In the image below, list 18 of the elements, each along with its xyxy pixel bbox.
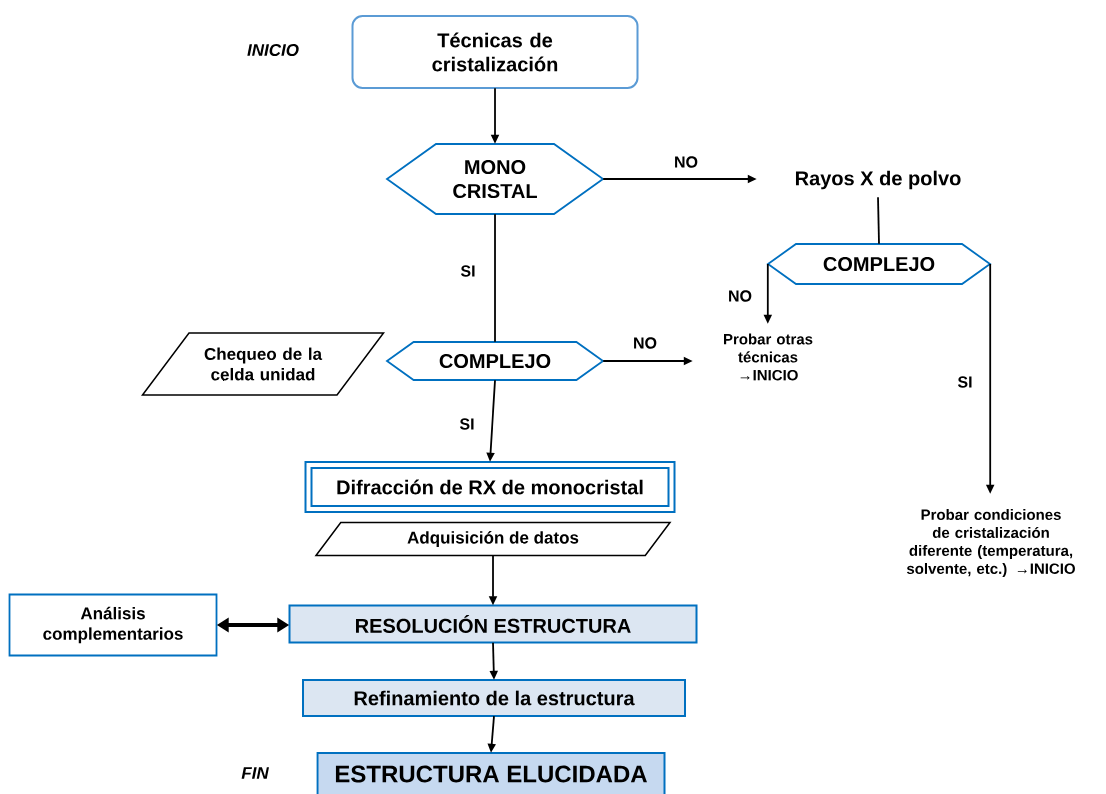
- process-box: Refinamiento de la estructura: [302, 679, 686, 717]
- process-box: Técnicas de cristalización: [351, 15, 639, 89]
- step-text: Probar condiciones de cristalización diferente (temperatura, solvente, etc.) →INICIO: [906, 509, 1075, 577]
- edge-label: NO: [675, 156, 698, 168]
- edge-label: SI: [460, 265, 475, 277]
- result-box: ESTRUCTURA ELUCIDADA: [316, 752, 666, 794]
- process-box: Difracción de RX de monocristal: [304, 461, 676, 513]
- step-label: FIN: [241, 767, 269, 779]
- step-text: Probar otras técnicas →INICIO: [724, 333, 813, 381]
- edge-label: SI: [957, 376, 972, 388]
- process-box: Análisis complementarios: [8, 593, 218, 657]
- step-label: INICIO: [247, 44, 299, 56]
- process-box: RESOLUCIÓN ESTRUCTURA: [288, 604, 698, 644]
- edge-label: NO: [729, 290, 752, 302]
- edge-label: SI: [459, 418, 474, 430]
- edge-label: NO: [634, 337, 657, 349]
- data-parallelogram: Chequeo de la celda unidad: [141, 332, 385, 396]
- step-text: Rayos X de polvo: [796, 170, 961, 190]
